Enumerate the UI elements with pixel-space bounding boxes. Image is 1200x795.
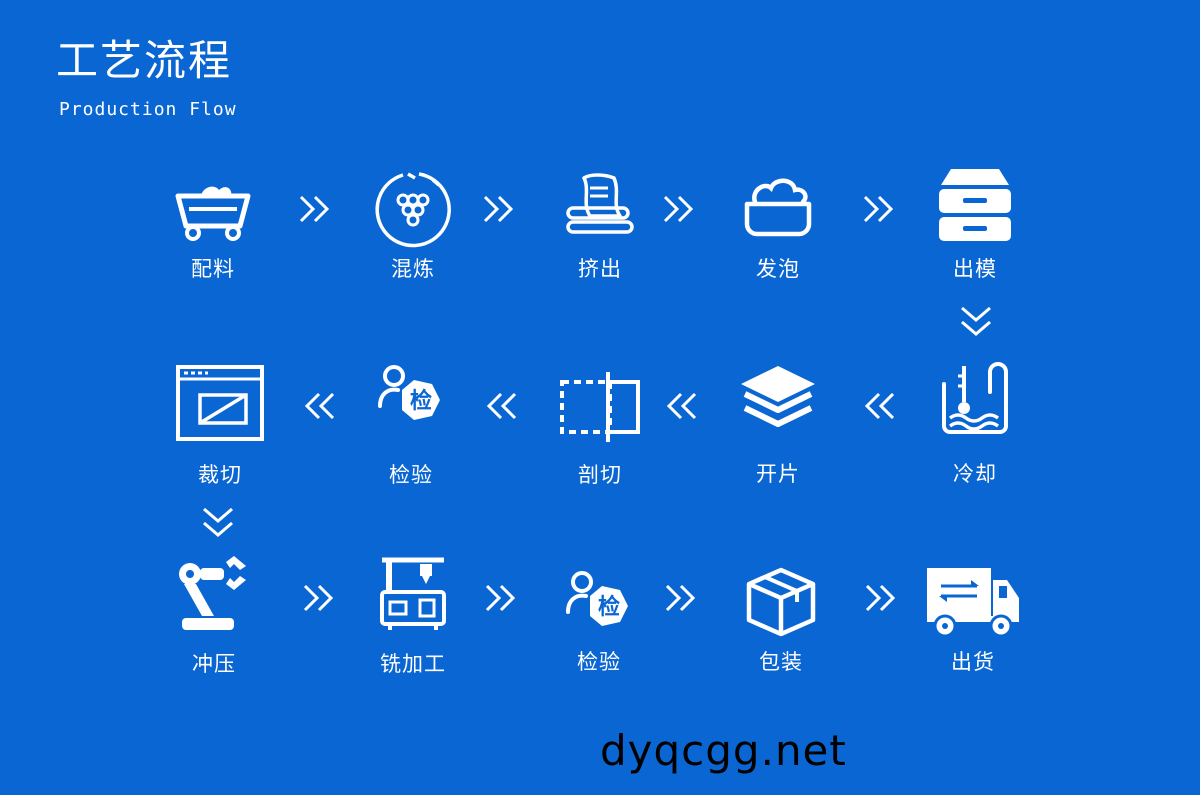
step-extrusion: 挤出 bbox=[530, 172, 670, 282]
step-label: 配料 bbox=[191, 257, 235, 281]
page-title: 工艺流程 bbox=[56, 36, 233, 85]
double-chevron-left-icon bbox=[486, 392, 517, 420]
mold-drawers-icon bbox=[939, 169, 1011, 241]
step-label: 冲压 bbox=[192, 652, 236, 676]
step-label: 冷却 bbox=[953, 462, 997, 486]
double-chevron-down-icon bbox=[961, 306, 991, 336]
svg-text:检: 检 bbox=[410, 388, 432, 414]
milling-machine-icon bbox=[380, 557, 446, 630]
step-demold: 出模 bbox=[905, 167, 1045, 281]
package-box-icon bbox=[746, 567, 816, 637]
step-label: 挤出 bbox=[578, 257, 622, 281]
step-label: 开片 bbox=[756, 462, 800, 486]
svg-text:检: 检 bbox=[598, 594, 620, 620]
double-chevron-down-icon bbox=[203, 507, 233, 537]
step-batching: 配料 bbox=[143, 176, 283, 286]
step-label: 包装 bbox=[759, 650, 803, 674]
mixing-circle-icon bbox=[375, 172, 451, 248]
foaming-bowl-icon bbox=[744, 178, 812, 237]
step-label: 剖切 bbox=[578, 463, 622, 487]
double-chevron-right-icon bbox=[865, 584, 896, 612]
double-chevron-left-icon bbox=[666, 392, 697, 420]
step-splitting: 剖切 bbox=[530, 370, 670, 490]
double-chevron-right-icon bbox=[303, 584, 334, 612]
step-stamping: 冲压 bbox=[144, 554, 284, 676]
double-chevron-left-icon bbox=[304, 392, 335, 420]
double-chevron-right-icon bbox=[863, 195, 894, 223]
step-label: 检验 bbox=[577, 650, 621, 674]
step-cutting: 裁切 bbox=[150, 365, 290, 490]
mine-cart-icon bbox=[175, 186, 251, 241]
double-chevron-right-icon bbox=[665, 584, 696, 612]
double-chevron-right-icon bbox=[485, 584, 516, 612]
double-chevron-left-icon bbox=[864, 392, 895, 420]
double-chevron-right-icon bbox=[299, 195, 330, 223]
step-label: 裁切 bbox=[198, 463, 242, 487]
step-packaging: 包装 bbox=[711, 566, 851, 676]
inspector-icon: 检 bbox=[378, 365, 440, 420]
page-subtitle: Production Flow bbox=[59, 99, 237, 120]
double-chevron-right-icon bbox=[663, 195, 694, 223]
step-cooling: 冷却 bbox=[905, 362, 1045, 487]
cutting-window-icon bbox=[176, 365, 264, 441]
double-chevron-right-icon bbox=[483, 195, 514, 223]
split-cut-icon bbox=[560, 372, 640, 442]
step-label: 检验 bbox=[389, 463, 433, 487]
watermark-text: dyqcgg.net bbox=[600, 726, 847, 775]
robot-arm-icon bbox=[179, 556, 246, 630]
inspector-icon: 检 bbox=[566, 571, 628, 626]
step-label: 铣加工 bbox=[380, 652, 446, 676]
delivery-truck-icon bbox=[927, 568, 1019, 638]
step-foaming: 发泡 bbox=[708, 176, 848, 286]
step-inspection-1: 检 检验 bbox=[341, 364, 481, 489]
step-inspection-2: 检 检验 bbox=[529, 570, 669, 680]
step-label: 出货 bbox=[951, 650, 995, 674]
step-slicing: 开片 bbox=[708, 364, 848, 489]
cooling-tank-icon bbox=[942, 362, 1008, 434]
step-shipping: 出货 bbox=[903, 566, 1043, 676]
step-milling: 铣加工 bbox=[343, 556, 483, 676]
layers-icon bbox=[741, 366, 815, 427]
extrusion-rolls-icon bbox=[566, 173, 634, 234]
step-label: 出模 bbox=[953, 257, 997, 281]
step-mixing: 混炼 bbox=[343, 170, 483, 281]
step-label: 发泡 bbox=[756, 257, 800, 281]
step-label: 混炼 bbox=[391, 257, 435, 281]
